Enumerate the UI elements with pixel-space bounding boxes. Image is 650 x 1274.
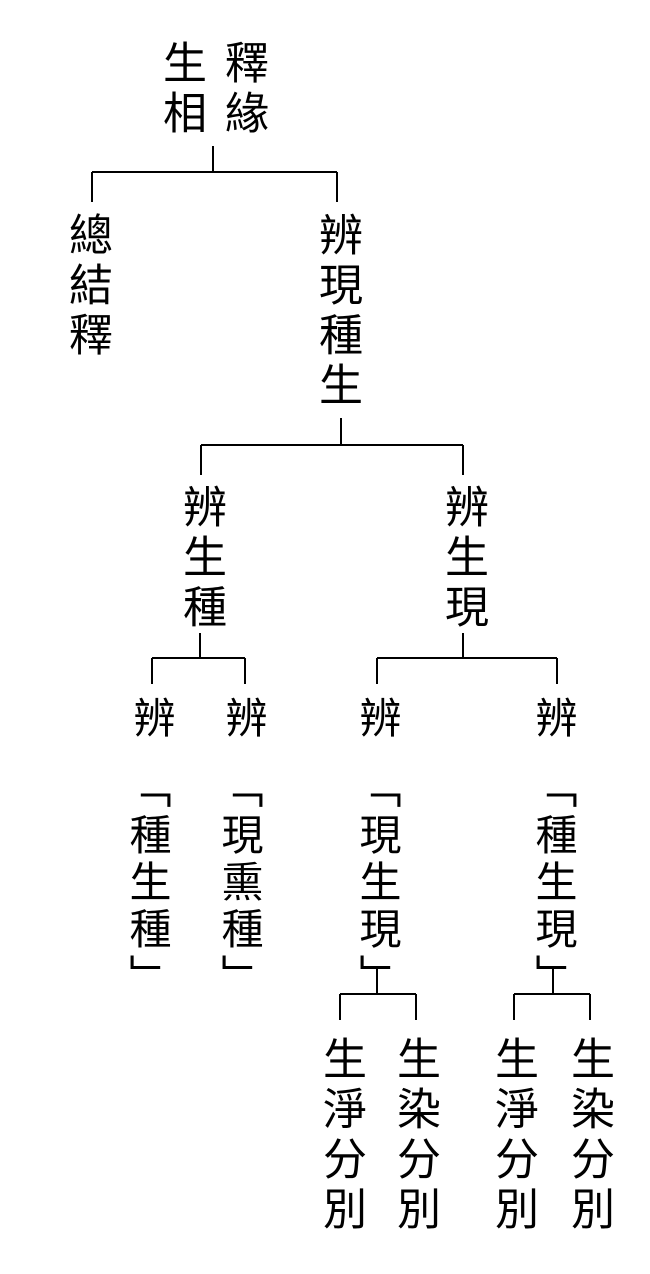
leaf-c-ran: 生染分別 (389, 1036, 440, 1236)
connector-level1-right (200, 418, 464, 475)
node-c-head: 辨 (353, 696, 402, 743)
connector-level3-c (339, 968, 417, 1020)
root-column-2: 釋緣 (217, 40, 268, 140)
connector-root (91, 146, 338, 202)
node-c-xian-sheng-xian: 「現生現」 (353, 766, 402, 1001)
node-b-head: 辨 (219, 696, 268, 743)
node-d-head: 辨 (529, 696, 578, 743)
root-column-1: 生相 (155, 40, 206, 140)
node-bian-sheng-zhong: 辨生種 (175, 484, 226, 634)
node-a-zhong-sheng-zhong: 「種生種」 (123, 766, 172, 1001)
connector-level2-left (151, 633, 246, 684)
node-bian-sheng-xian: 辨生現 (437, 484, 488, 634)
connector-level2-right (376, 633, 558, 684)
node-d-zhong-sheng-xian: 「種生現」 (529, 766, 578, 1001)
leaf-c-jing: 生淨分別 (315, 1036, 366, 1236)
node-bian-xian-zhong-sheng: 辨現種生 (311, 212, 362, 412)
connector-level3-d (513, 968, 591, 1020)
node-b-xian-xun-zhong: 「現熏種」 (215, 766, 264, 1001)
node-a-head: 辨 (127, 696, 176, 743)
node-zongjieshi: 總結釋 (61, 212, 112, 362)
leaf-d-ran: 生染分別 (563, 1036, 614, 1236)
leaf-d-jing: 生淨分別 (487, 1036, 538, 1236)
